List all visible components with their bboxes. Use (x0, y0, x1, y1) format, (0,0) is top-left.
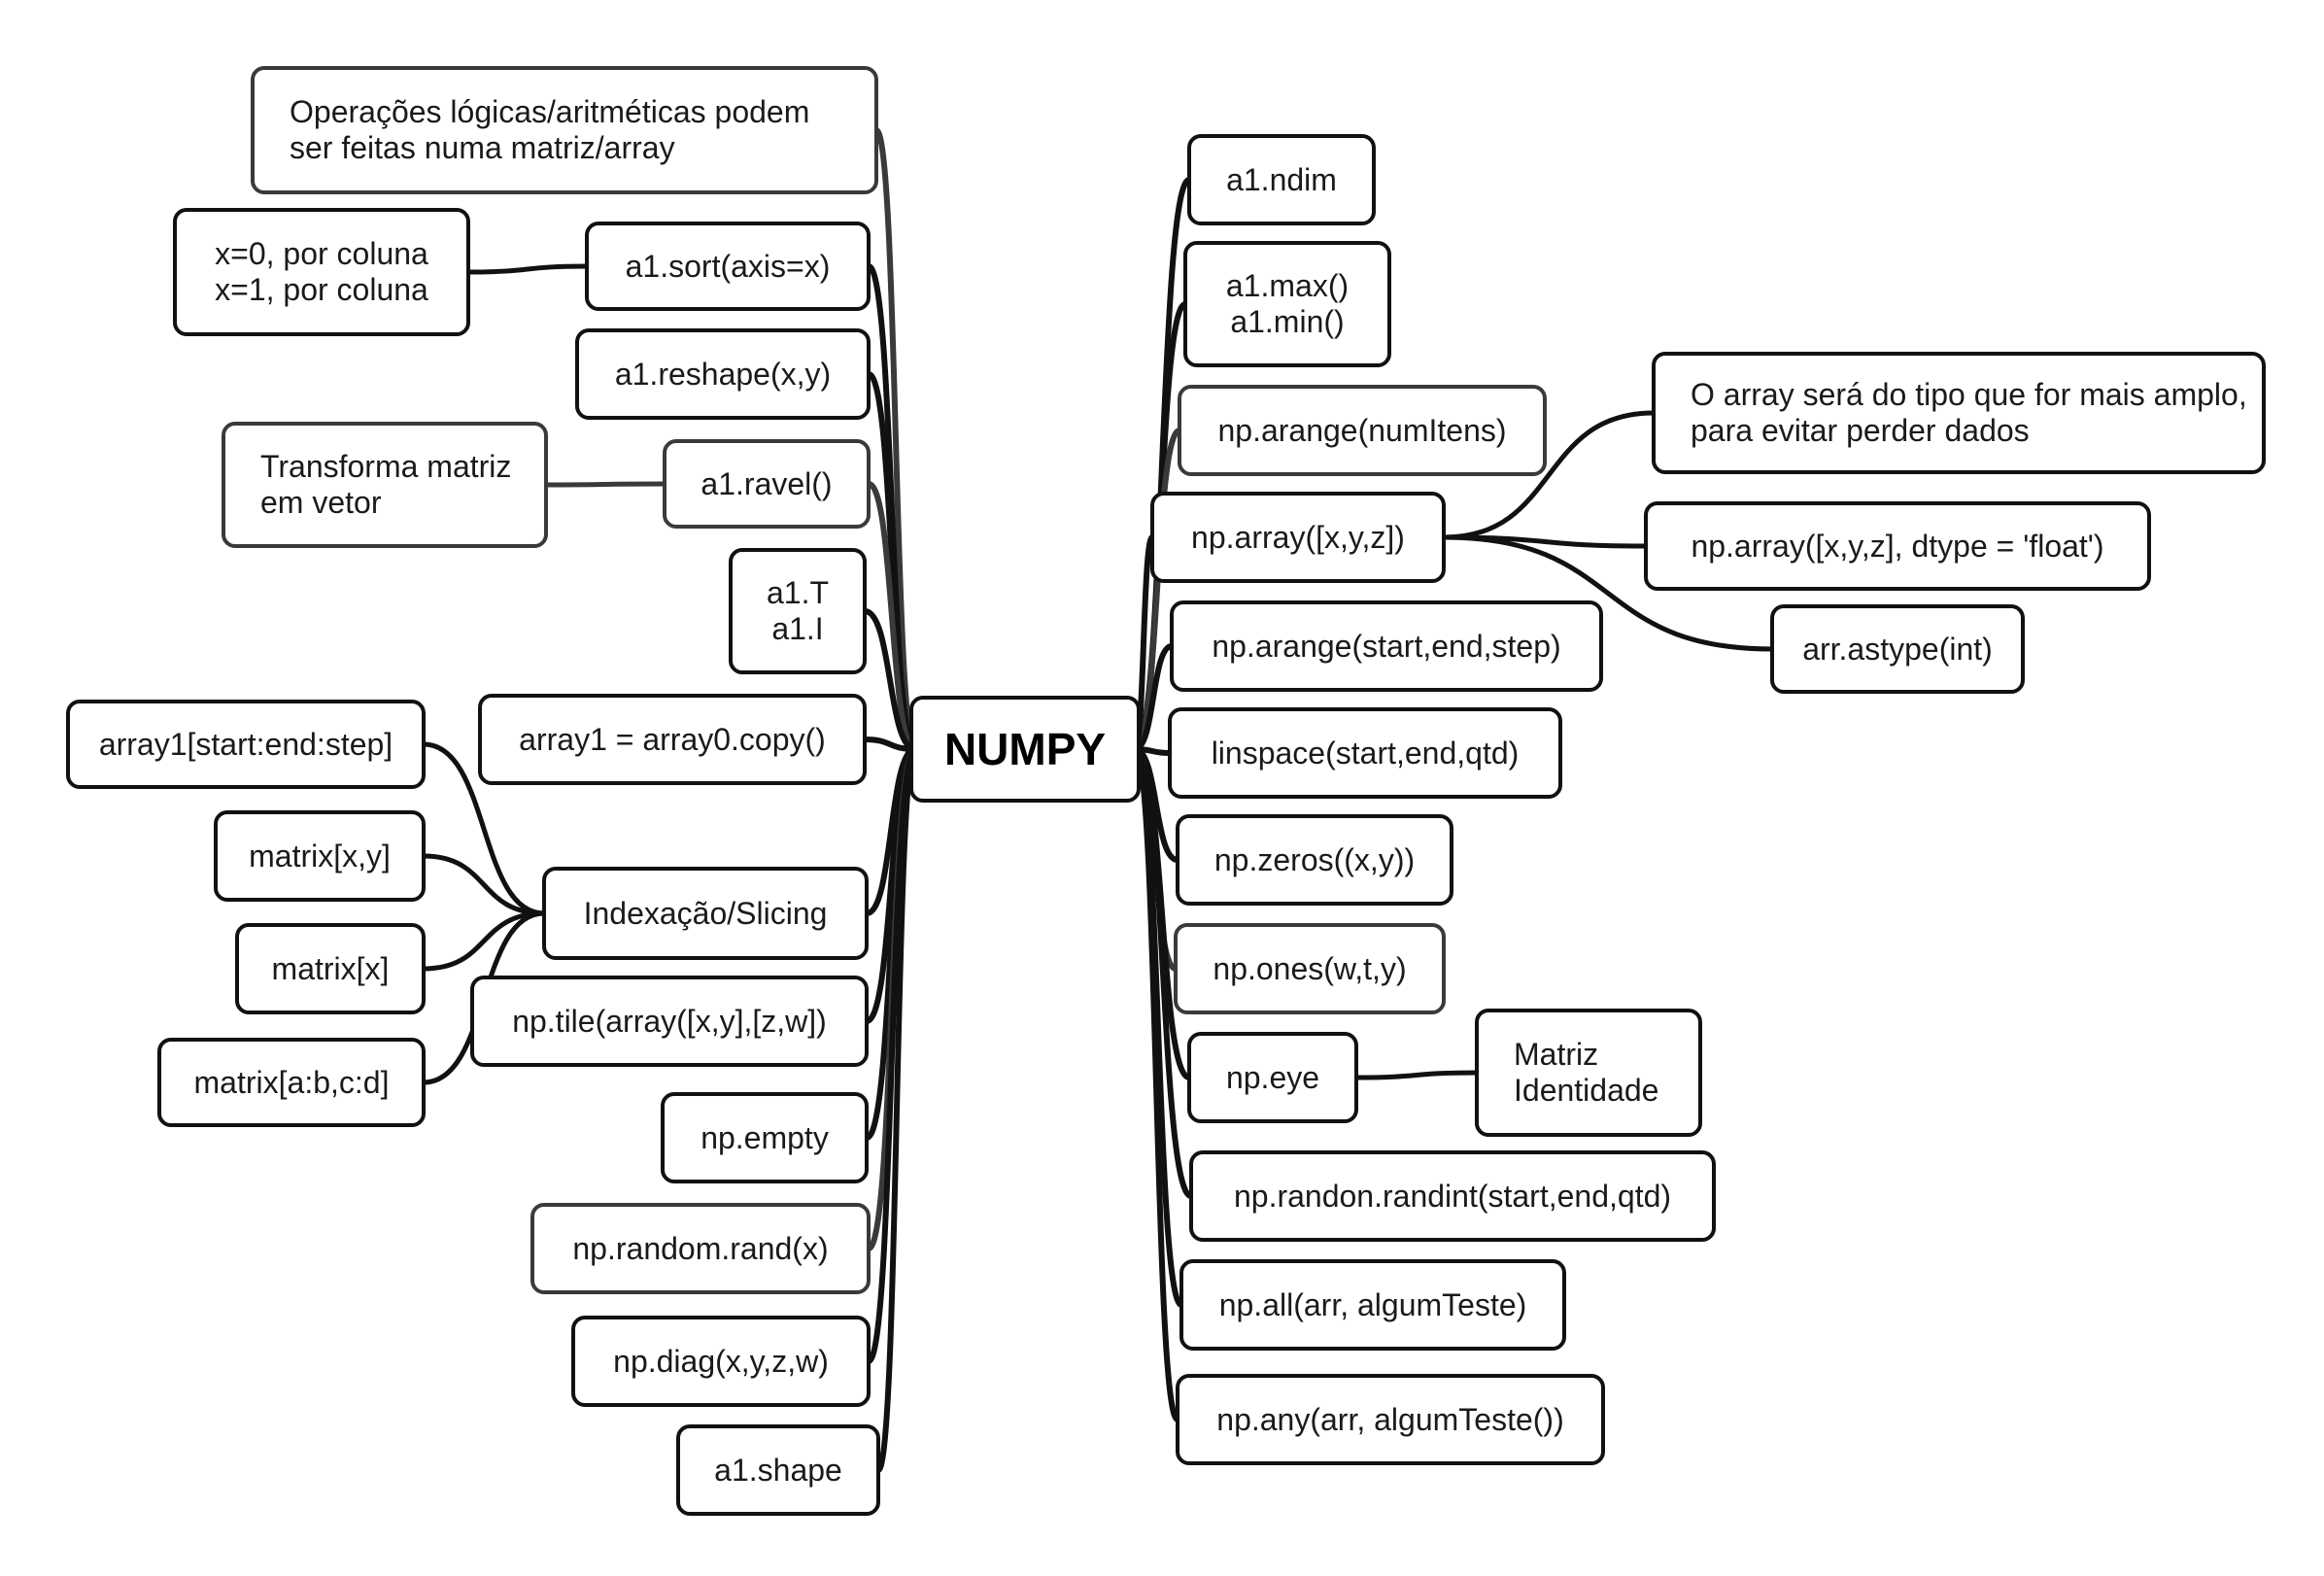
note-array-type[interactable]: O array será do tipo que for mais amplo,… (1652, 352, 2266, 474)
connector-line (421, 741, 547, 916)
topic-empty[interactable]: np.empty (661, 1092, 869, 1183)
note-sort-axis[interactable]: x=0, por coluna x=1, por coluna (173, 208, 470, 336)
connector-line (1441, 410, 1657, 540)
connector-line (1132, 746, 1180, 1422)
topic-diag[interactable]: np.diag(x,y,z,w) (571, 1316, 871, 1407)
connector-line (1353, 1070, 1480, 1080)
note-ravel[interactable]: Transforma matriz em vetor (222, 422, 548, 548)
connector-line (543, 481, 667, 488)
topic-np-any[interactable]: np.any(arr, algumTeste()) (1176, 1374, 1605, 1465)
topic-reshape[interactable]: a1.reshape(x,y) (575, 328, 871, 420)
topic-tile[interactable]: np.tile(array([x,y],[z,w]) (470, 976, 869, 1067)
topic-eye[interactable]: np.eye (1187, 1032, 1358, 1123)
topic-zeros[interactable]: np.zeros((x,y)) (1176, 814, 1453, 906)
topic-array-dtype[interactable]: np.array([x,y,z], dtype = 'float') (1644, 501, 2151, 591)
topic-randint[interactable]: np.randon.randint(start,end,qtd) (1189, 1150, 1716, 1242)
topic-ndim[interactable]: a1.ndim (1187, 134, 1376, 225)
topic-logical-arithmetic-ops[interactable]: Operações lógicas/aritméticas podem ser … (251, 66, 878, 194)
topic-np-array[interactable]: np.array([x,y,z]) (1150, 492, 1446, 583)
connector-line (465, 263, 590, 275)
connector-line (1132, 643, 1175, 752)
topic-copy[interactable]: array1 = array0.copy() (478, 694, 867, 785)
central-topic-numpy[interactable]: NUMPY (909, 696, 1141, 803)
connector-line (421, 853, 547, 916)
connector-line (862, 737, 918, 752)
connector-line (1441, 534, 1775, 652)
topic-matrix-x[interactable]: matrix[x] (235, 923, 426, 1014)
connector-line (875, 746, 918, 1473)
topic-matrix-ab-cd[interactable]: matrix[a:b,c:d] (157, 1038, 426, 1127)
topic-np-all[interactable]: np.all(arr, algumTeste) (1179, 1259, 1566, 1351)
topic-astype[interactable]: arr.astype(int) (1770, 604, 2025, 694)
topic-indexing-slicing[interactable]: Indexação/Slicing (542, 867, 869, 960)
note-identity-matrix[interactable]: Matriz Identidade (1475, 1009, 1702, 1137)
topic-matrix-xy[interactable]: matrix[x,y] (214, 810, 426, 902)
topic-transpose-inverse[interactable]: a1.T a1.I (729, 548, 867, 674)
topic-max-min[interactable]: a1.max() a1.min() (1183, 241, 1391, 367)
topic-array-slice[interactable]: array1[start:end:step] (66, 700, 426, 789)
connector-line (421, 910, 547, 972)
topic-arange-start-end-step[interactable]: np.arange(start,end,step) (1170, 600, 1603, 692)
topic-random-rand[interactable]: np.random.rand(x) (530, 1203, 871, 1294)
connector-line (866, 481, 918, 752)
topic-ones[interactable]: np.ones(w,t,y) (1174, 923, 1446, 1014)
topic-sort[interactable]: a1.sort(axis=x) (585, 222, 871, 311)
topic-ravel[interactable]: a1.ravel() (663, 439, 871, 529)
topic-linspace[interactable]: linspace(start,end,qtd) (1168, 707, 1562, 799)
topic-shape[interactable]: a1.shape (676, 1424, 880, 1516)
connector-line (862, 608, 918, 752)
topic-arange-numitens[interactable]: np.arange(numItens) (1178, 385, 1547, 476)
